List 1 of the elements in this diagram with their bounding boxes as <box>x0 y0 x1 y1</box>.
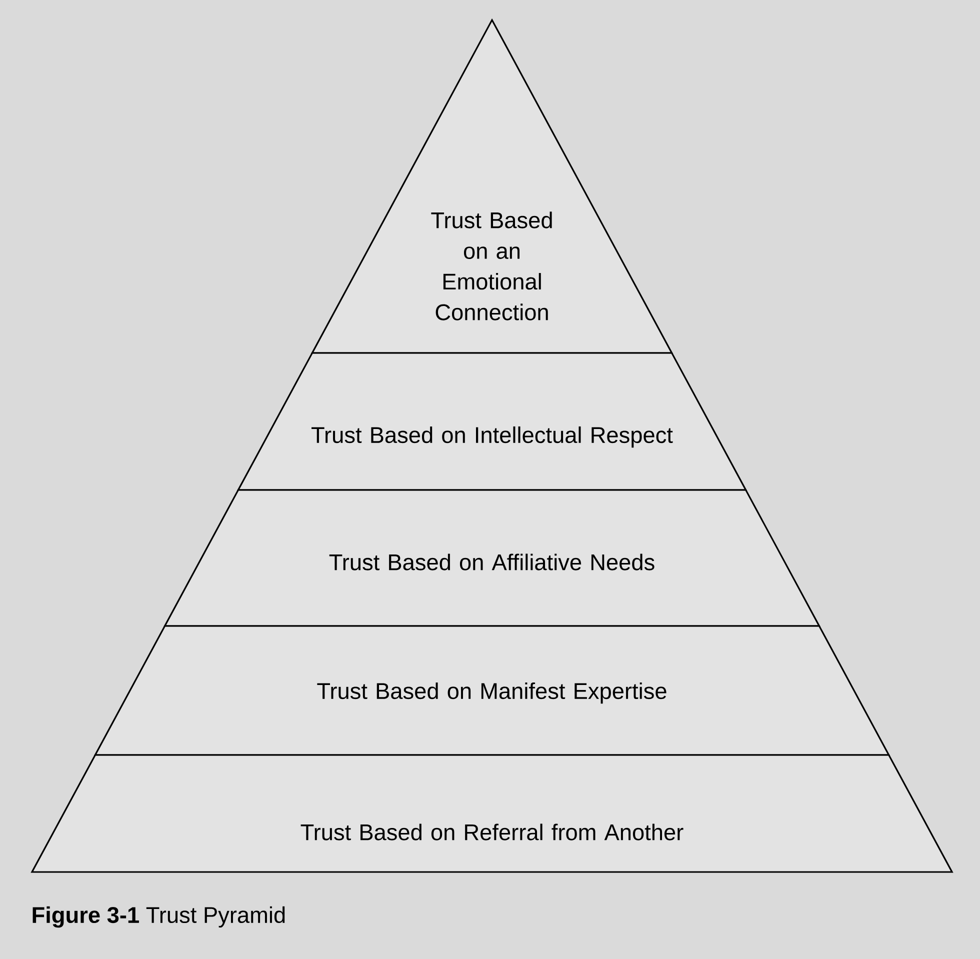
figure-caption: Figure 3-1 Trust Pyramid <box>32 906 285 928</box>
